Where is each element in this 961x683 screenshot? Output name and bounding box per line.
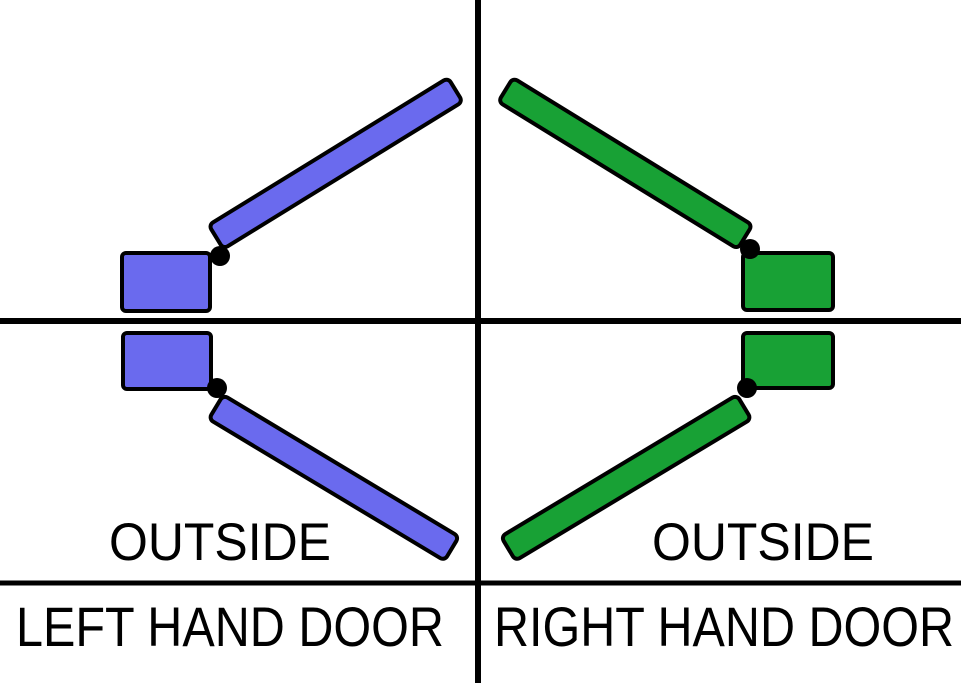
right-outside-label: OUTSIDE bbox=[652, 513, 874, 572]
left-outside-hinge-dot bbox=[207, 378, 227, 398]
right-outside-door-jamb bbox=[741, 331, 835, 390]
right-inside-open-door-leaf bbox=[498, 77, 753, 250]
right-hand-door-panel: OUTSIDE RIGHT HAND DOOR bbox=[494, 77, 954, 658]
right-outside-open-door-leaf bbox=[500, 394, 752, 561]
left-inside-door-jamb bbox=[120, 251, 212, 313]
right-inside-door-jamb bbox=[741, 251, 835, 312]
left-inside-hinge-dot bbox=[210, 246, 230, 266]
right-inside-hinge-dot bbox=[740, 239, 760, 259]
left-outside-door-jamb bbox=[121, 331, 213, 391]
left-outside-label: OUTSIDE bbox=[109, 513, 331, 572]
left-door-name-label: LEFT HAND DOOR bbox=[16, 595, 444, 658]
right-outside-hinge-dot bbox=[737, 378, 757, 398]
left-inside-open-door-leaf bbox=[208, 77, 463, 250]
right-door-name-label: RIGHT HAND DOOR bbox=[494, 595, 954, 658]
left-outside-open-door-leaf bbox=[208, 394, 460, 561]
left-hand-door-panel: OUTSIDE LEFT HAND DOOR bbox=[16, 77, 463, 658]
